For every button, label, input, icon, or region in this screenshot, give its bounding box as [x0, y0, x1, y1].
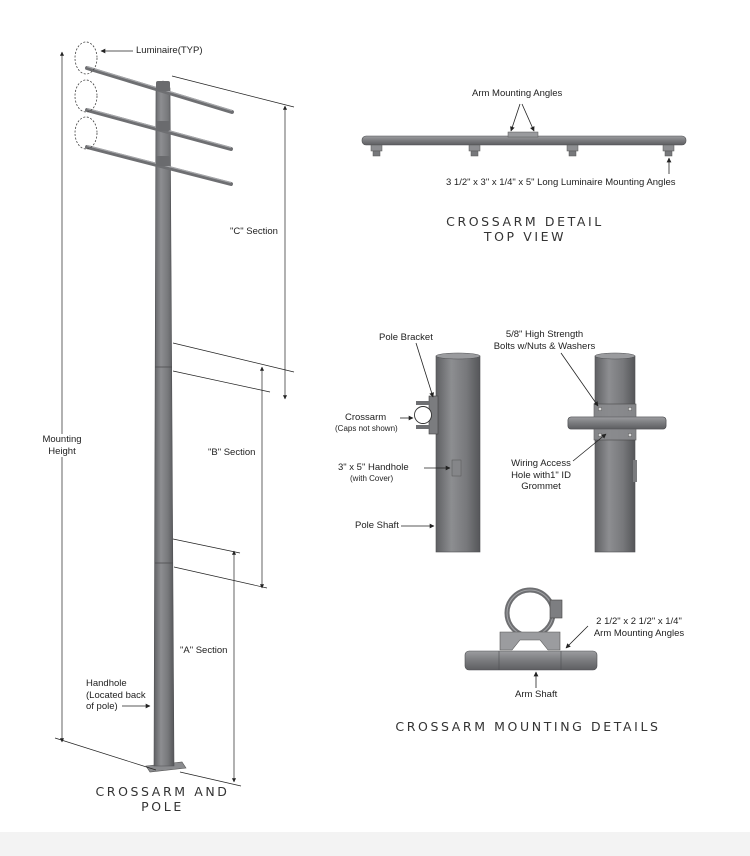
with-cover-note: (with Cover): [350, 474, 394, 483]
side-pole-shaft: [435, 355, 481, 553]
bolt-3: [597, 432, 603, 438]
front-pole-shaft: [594, 355, 636, 553]
arm-angles-label: 2 1/2" x 2 1/2" x 1/4" Arm Mounting Angl…: [593, 616, 685, 639]
top-view-arm: [361, 135, 687, 146]
crossarm-top-view: [361, 131, 687, 157]
a-section-dimension: [179, 550, 242, 787]
page-bottom-strip: [0, 832, 750, 856]
arm-mounting-angles-label: Arm Mounting Angles: [472, 88, 563, 99]
b-section-dimension: [172, 366, 271, 589]
luminaire-angle-4: [662, 144, 675, 157]
luminaire-angle-2: [468, 144, 481, 157]
side-crossarm-section: [414, 406, 432, 424]
pole-title: CROSSARM AND POLE: [95, 784, 230, 814]
pole-shaft-label: Pole Shaft: [355, 520, 399, 531]
pole-shaft: [153, 80, 175, 767]
side-handhole: [451, 459, 462, 477]
section-c-label: "C" Section: [230, 226, 278, 237]
wiring-access-label: Wiring Access Hole with1" ID Grommet: [511, 458, 571, 492]
luminaire-angle-1: [370, 144, 383, 157]
caps-note: (Caps not shown): [335, 424, 398, 433]
luminaire-label: Luminaire(TYP): [136, 45, 203, 56]
section-a-label: "A" Section: [180, 645, 228, 656]
luminaire-outline-1: [74, 41, 98, 75]
handhole-size-label: 3" x 5" Handhole: [338, 462, 409, 473]
mounting-height-label: Mounting Height: [36, 434, 88, 457]
luminaire-outline-3: [74, 116, 98, 150]
pole-assembly: [74, 41, 234, 773]
pole-bracket-leader: [415, 342, 434, 398]
handhole-label: Handhole (Located back of pole): [86, 678, 146, 712]
front-side-handhole: [633, 460, 637, 482]
bolts-leader: [560, 352, 599, 407]
bolt-2: [627, 406, 633, 412]
pole-bracket-2: [156, 121, 170, 131]
pole-bracket-label: Pole Bracket: [379, 332, 433, 343]
bolts-label: 5/8" High Strength Bolts w/Nuts & Washer…: [493, 329, 596, 352]
arm-angles-leader-left: [510, 103, 521, 132]
arm-shaft-label: Arm Shaft: [515, 689, 558, 700]
luminaire-outline-2: [74, 79, 98, 113]
c-section-dimension: [171, 75, 295, 400]
bolt-4: [627, 432, 633, 438]
mounting-details-title: CROSSARM MOUNTING DETAILS: [395, 719, 661, 734]
wiring-access-leader: [572, 433, 607, 462]
arm-shaft-detail: [464, 587, 598, 671]
bolt-1: [597, 406, 603, 412]
pole-bracket-3: [156, 156, 170, 166]
arm-shaft-bar: [464, 650, 598, 671]
arm-mounting-angle: [499, 631, 561, 651]
arm-angles-leader: [565, 625, 589, 649]
pole-bracket-1: [156, 81, 170, 91]
crossarm-label: Crossarm: [345, 412, 387, 423]
luminaire-angles-label: 3 1/2" x 3" x 1/4" x 5" Long Luminaire M…: [446, 177, 676, 188]
arm-angles-leader-right: [521, 103, 535, 132]
mounting-height-dimension: [54, 51, 157, 771]
luminaire-angle-3: [566, 144, 579, 157]
top-view-title: CROSSARM DETAIL TOP VIEW: [446, 214, 604, 244]
top-view-center-plate: [507, 131, 539, 138]
mounting-front-view: [567, 352, 667, 553]
section-b-label: "B" Section: [208, 447, 256, 458]
clamp-bolt-block: [549, 599, 563, 619]
mounting-side-view: [414, 352, 481, 553]
